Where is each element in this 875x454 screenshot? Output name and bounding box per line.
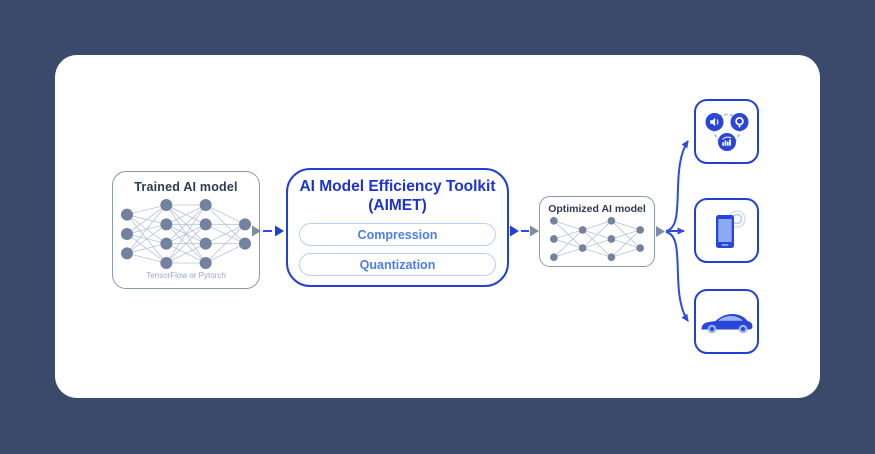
smart-camera-icon [730, 112, 748, 131]
target-box-devices [694, 99, 759, 164]
quantization-button[interactable]: Quantization [299, 253, 496, 276]
target-box-car [694, 289, 759, 354]
toolkit-title-line2: (AIMET) [368, 197, 427, 214]
toolkit-title-line1: AI Model Efficiency Toolkit [299, 178, 496, 195]
trained-model-title: Trained AI model [134, 180, 238, 194]
optimized-model-box: Optimized AI model [539, 196, 655, 267]
compression-button[interactable]: Compression [299, 223, 496, 246]
speaker-icon [705, 112, 723, 131]
car-icon [701, 313, 752, 333]
target-box-phone [694, 198, 759, 263]
smartphone-icon [715, 209, 746, 248]
trained-model-box: Trained AI model TensorFlow or Pytorch [112, 171, 260, 289]
optimized-network-diagram [550, 217, 644, 261]
toolkit-box: AI Model Efficiency Toolkit (AIMET) Comp… [286, 168, 509, 287]
optimized-model-title: Optimized AI model [548, 203, 646, 215]
toolkit-title: AI Model Efficiency Toolkit (AIMET) [288, 177, 507, 215]
framework-caption: TensorFlow or Pytorch [146, 271, 226, 280]
equalizer-icon [717, 132, 736, 151]
trained-network-diagram [121, 199, 251, 269]
connected-devices-icon [705, 112, 748, 151]
